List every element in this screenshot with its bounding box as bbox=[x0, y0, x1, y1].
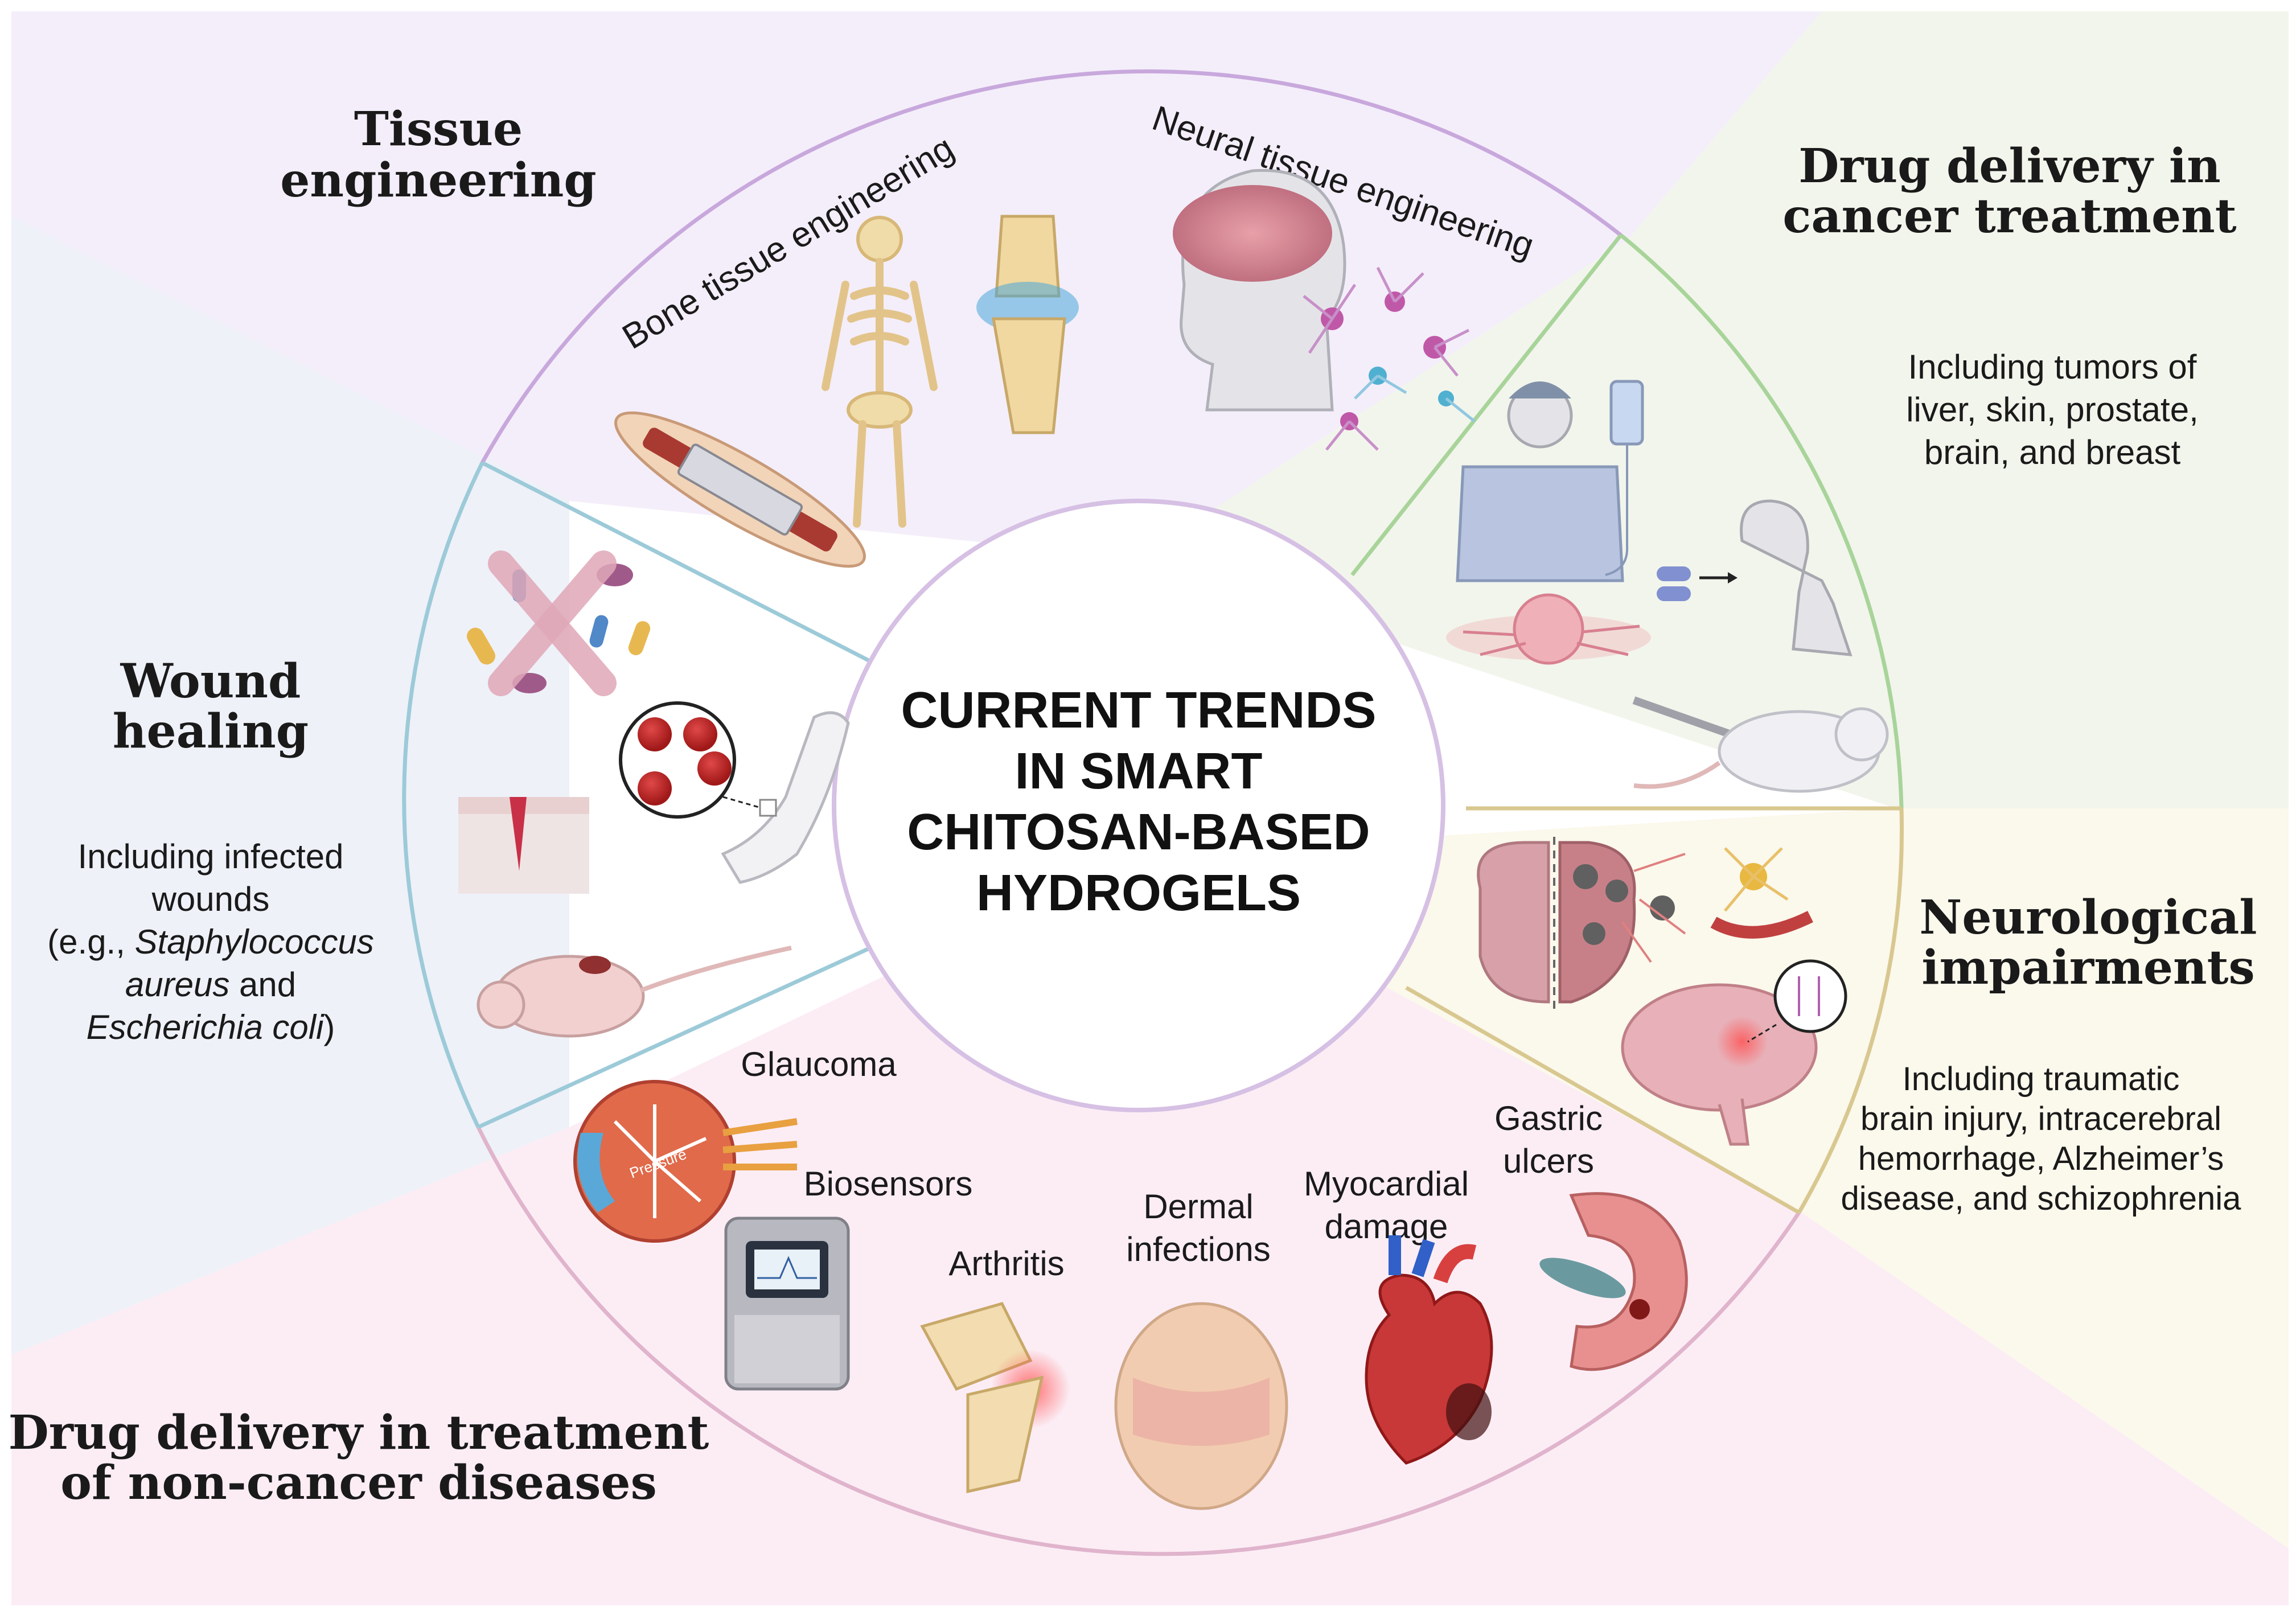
cancer-desc-line-1: Including tumors of bbox=[1908, 348, 2197, 386]
neuro-desc-line-4: disease, and schizophrenia bbox=[1841, 1180, 2242, 1217]
syringe-mouse-icon bbox=[1632, 696, 1889, 793]
arthritis-knee-icon bbox=[920, 1302, 1070, 1494]
section-wound: Wound healing Including infected wounds … bbox=[47, 550, 850, 1046]
wound-desc-line-2: wounds bbox=[151, 880, 270, 918]
divider-tissue-wound bbox=[481, 461, 886, 671]
divider-neuro-noncancer bbox=[1405, 985, 1800, 1215]
bg-cancer bbox=[1139, 11, 2289, 808]
label-dermal-line-1: Dermal bbox=[1143, 1187, 1253, 1226]
label-arthritis: Arthritis bbox=[948, 1244, 1064, 1283]
neuro-desc-line-1: Including traumatic bbox=[1903, 1061, 2180, 1098]
eye-glaucoma-icon: Pressure bbox=[573, 1080, 798, 1243]
skin-wound-icon bbox=[458, 797, 589, 894]
ring-arc-tissue bbox=[480, 69, 1623, 464]
label-glaucoma: Glaucoma bbox=[741, 1045, 897, 1083]
noncancer-title-line-2: of non-cancer diseases bbox=[60, 1456, 656, 1510]
label-biosensors: Biosensors bbox=[804, 1165, 973, 1203]
skeleton-icon bbox=[822, 216, 938, 528]
center-title-line-3: CHITOSAN-BASED bbox=[907, 804, 1370, 861]
patient-iv-icon bbox=[1456, 380, 1644, 582]
tissue-title-line-1: Tissue bbox=[354, 102, 523, 157]
bg-noncancer bbox=[11, 854, 2289, 1605]
label-dermal-line-2: infections bbox=[1126, 1230, 1270, 1268]
section-cancer: Drug delivery in cancer treatment Includ… bbox=[1446, 139, 2237, 793]
center-hub: CURRENT TRENDS IN SMART CHITOSAN-BASED H… bbox=[832, 499, 1445, 1112]
bg-neuro bbox=[1139, 808, 2289, 1548]
wound-desc-line-3: (e.g., Staphylococcus bbox=[47, 923, 374, 961]
label-myocardial-line-2: damage bbox=[1325, 1207, 1448, 1246]
wound-desc-line-1: Including infected bbox=[78, 837, 344, 876]
divider-tissue-cancer bbox=[1350, 233, 1623, 577]
head-brain-icon bbox=[1173, 169, 1346, 412]
dermal-head-icon bbox=[1114, 1302, 1288, 1510]
divider-wound-noncancer bbox=[477, 943, 878, 1129]
knee-joint-icon bbox=[976, 215, 1079, 434]
wound-title-line-2: healing bbox=[113, 704, 309, 759]
microspheres-icon bbox=[619, 701, 763, 819]
biosensor-device-icon bbox=[724, 1217, 850, 1391]
section-noncancer: Drug delivery in treatment of non-cancer… bbox=[9, 1045, 1688, 1510]
outer-ring bbox=[402, 69, 1904, 1556]
alzheimers-brain-icon bbox=[1477, 837, 1686, 1013]
cancer-desc-line-3: brain, and breast bbox=[1924, 433, 2181, 471]
cancer-title-line-1: Drug delivery in bbox=[1798, 139, 2221, 194]
noncancer-title-line-1: Drug delivery in treatment bbox=[9, 1406, 709, 1460]
wound-desc-line-5: Escherichia coli) bbox=[87, 1008, 335, 1046]
arm-icon bbox=[721, 711, 850, 884]
tissue-title-line-2: engineering bbox=[280, 153, 597, 208]
hemorrhage-brain-icon bbox=[1621, 959, 1847, 1146]
center-title-line-1: CURRENT TRENDS bbox=[901, 682, 1376, 739]
cancer-title-line-2: cancer treatment bbox=[1782, 189, 2236, 244]
neuron-vessel-icon bbox=[1710, 847, 1813, 939]
bacteria-crossed-icon bbox=[467, 550, 651, 696]
center-title-line-4: HYDROGELS bbox=[976, 865, 1301, 922]
label-gastric-line-1: Gastric bbox=[1494, 1099, 1603, 1137]
neuro-title-line-1: Neurological bbox=[1919, 890, 2257, 945]
wound-desc-line-4: aureus and bbox=[125, 965, 296, 1004]
bone-implant-icon bbox=[614, 411, 866, 568]
dividers bbox=[477, 233, 1901, 1215]
center-title-line-2: IN SMART bbox=[1015, 743, 1263, 800]
neuro-desc-line-3: hemorrhage, Alzheimer’s bbox=[1858, 1140, 2224, 1177]
wound-mouse-icon bbox=[477, 946, 792, 1038]
ring-arc-noncancer bbox=[476, 1126, 1801, 1556]
bg-wound bbox=[11, 216, 569, 1355]
section-neuro: Neurological impairments Including traum… bbox=[1477, 837, 2257, 1217]
label-gastric-line-2: ulcers bbox=[1503, 1142, 1594, 1180]
ring-arc-wound bbox=[402, 462, 484, 1128]
wound-title-line-1: Wound bbox=[120, 654, 301, 709]
ring-arc-neuro bbox=[1797, 808, 1904, 1214]
label-myocardial-line-1: Myocardial bbox=[1304, 1165, 1469, 1203]
cancer-desc-line-2: liver, skin, prostate, bbox=[1906, 391, 2199, 429]
neuro-title-line-2: impairments bbox=[1921, 940, 2254, 995]
neurons-icon bbox=[1303, 266, 1476, 451]
oral-pill-icon bbox=[1657, 499, 1853, 656]
tumor-icon bbox=[1446, 593, 1651, 665]
heart-icon bbox=[1365, 1235, 1493, 1465]
stomach-icon bbox=[1539, 1192, 1688, 1371]
ring-arc-cancer bbox=[1619, 233, 1904, 809]
neuro-desc-line-2: brain injury, intracerebral bbox=[1860, 1100, 2221, 1137]
